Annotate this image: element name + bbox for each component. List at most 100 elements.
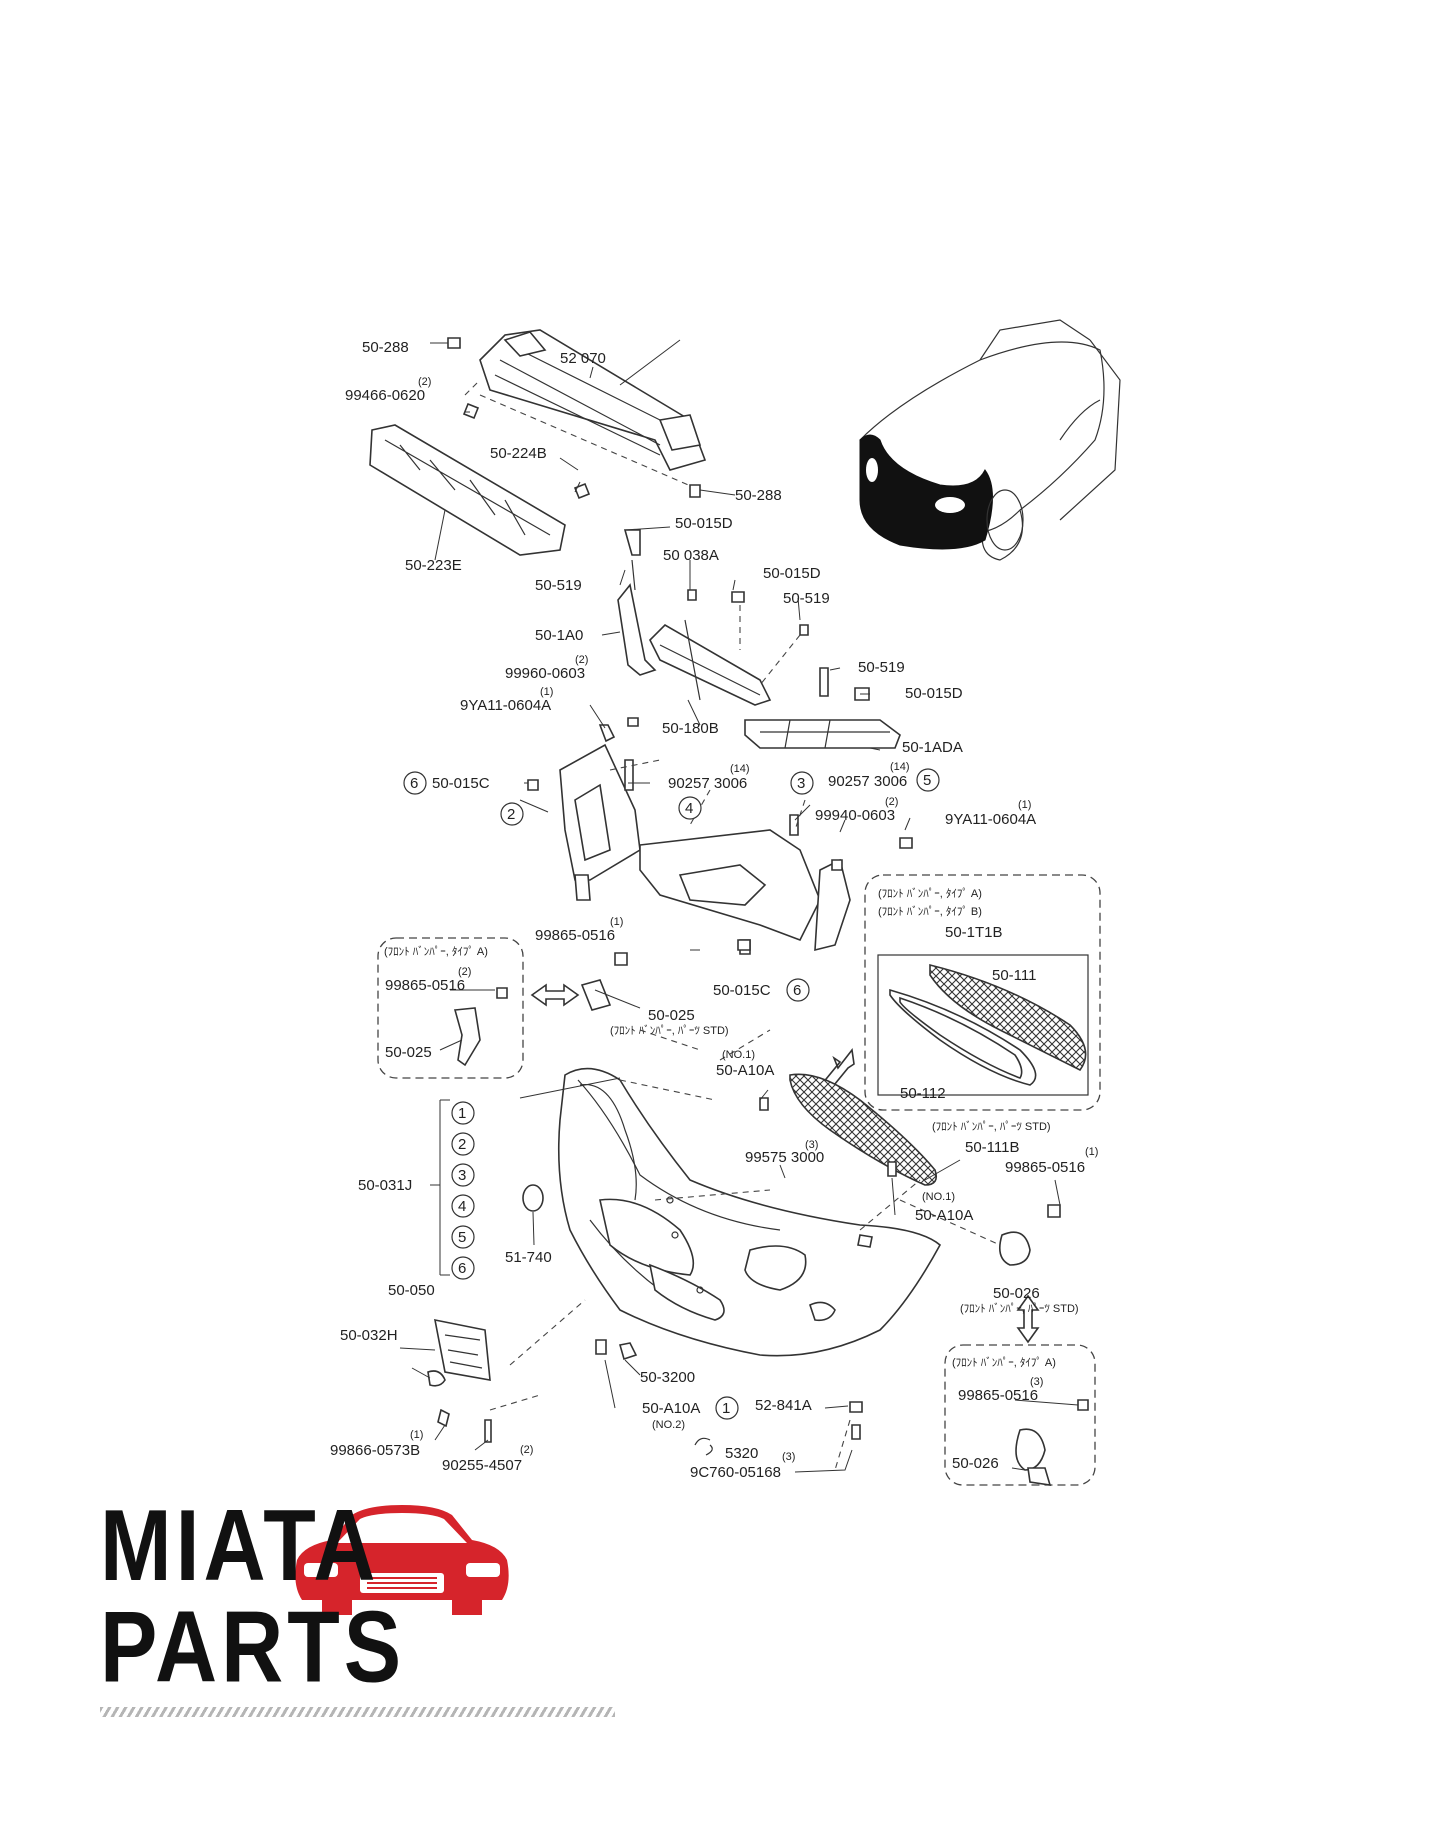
- label-no2: (NO.2): [652, 1419, 685, 1431]
- label-50-015c-b: 50-015C: [713, 982, 771, 999]
- label-50-112: 50-112: [900, 1085, 946, 1102]
- label-99865-0516-b: 99865-0516: [385, 977, 465, 994]
- callout-ref-6-b: 6: [793, 982, 801, 999]
- callout-ref-3: 3: [797, 775, 805, 792]
- brand-wordmark: MIATA PARTS: [100, 1489, 406, 1704]
- label-qty-3-c: (3): [782, 1451, 795, 1463]
- label-50-1ada: 50-1ADA: [902, 739, 963, 756]
- option-box-mesh: [864, 874, 1101, 1111]
- vehicle-reference-illustration: [859, 319, 1121, 561]
- label-50-032h: 50-032H: [340, 1327, 398, 1344]
- brand-block: MIATA PARTS: [100, 1495, 640, 1717]
- label-no1-b: (NO.1): [922, 1191, 955, 1203]
- label-50-288-b: 50-288: [735, 487, 782, 504]
- callout-1: 1: [458, 1105, 466, 1122]
- callout-3: 3: [458, 1167, 466, 1184]
- label-50-223e: 50-223E: [405, 557, 462, 574]
- side-bracket-2: [527, 717, 641, 901]
- bracket-50-026-detail: [1015, 1399, 1089, 1486]
- bumper-bracket-4: [609, 759, 913, 955]
- label-qty-2-a: (2): [418, 376, 431, 388]
- mesh-grille-50-111: [877, 954, 1089, 1096]
- label-52-070: 52 070: [560, 350, 606, 367]
- grommet-51-740: [522, 1184, 544, 1212]
- label-qty-1-e: (1): [410, 1429, 423, 1441]
- bracket-50-1a0: [617, 529, 657, 676]
- undercover-50-1ada: [744, 667, 901, 749]
- label-50-015d-a: 50-015D: [675, 515, 733, 532]
- double-arrow-50-026: [1016, 1294, 1040, 1344]
- label-50-3200: 50-3200: [640, 1369, 695, 1386]
- label-52-841a: 52-841A: [755, 1397, 812, 1414]
- label-50-519-a: 50-519: [535, 577, 582, 594]
- callout-2: 2: [458, 1136, 466, 1153]
- label-51-740: 51-740: [505, 1249, 552, 1266]
- label-50-038a: 50 038A: [663, 547, 719, 564]
- label-90257-3006-b: 90257 3006: [828, 773, 907, 790]
- callout-part-2: 2: [507, 806, 515, 823]
- callout-part-4: 4: [685, 800, 693, 817]
- option-box-50-025: [377, 937, 524, 1079]
- label-99960-0603: 99960-0603: [505, 665, 585, 682]
- bracket-50-025: [580, 939, 751, 1011]
- label-qty-2-b: (2): [575, 654, 588, 666]
- callout-ref-5: 5: [923, 772, 931, 789]
- callout-ref-1: 1: [722, 1400, 730, 1417]
- label-50-050: 50-050: [388, 1282, 435, 1299]
- energy-absorber-50-223e: [369, 424, 566, 561]
- label-99865-0516-c: 99865-0516: [1005, 1159, 1085, 1176]
- bracket-50-025-detail: [453, 987, 508, 1067]
- callout-4: 4: [458, 1198, 466, 1215]
- bolts-top: [430, 337, 736, 500]
- label-qty-2-c: (2): [885, 796, 898, 808]
- option-box-50-026: [944, 1344, 1096, 1486]
- label-50-015c-a: 50-015C: [432, 775, 490, 792]
- label-box1-note3: (ﾌﾛﾝﾄ ﾊﾞﾝﾊﾟｰ, ﾊﾟｰﾂ STD): [932, 1120, 1051, 1133]
- label-50-288-a: 50-288: [362, 339, 409, 356]
- brand-divider-stripe: [100, 1707, 615, 1717]
- label-99575-3000: 99575 3000: [745, 1149, 824, 1166]
- label-qty-14-b: (14): [890, 761, 910, 773]
- label-50-1a0: 50-1A0: [535, 627, 583, 644]
- label-qty-1-b: (1): [1018, 799, 1031, 811]
- assembly-lines: [489, 1029, 1001, 1471]
- label-note-50-025: (ﾌﾛﾝﾄ ﾊﾞﾝﾊﾟｰ, ﾊﾟｰﾂ STD): [610, 1024, 729, 1037]
- callout-5: 5: [458, 1229, 466, 1246]
- label-note-50-026: (ﾌﾛﾝﾄ ﾊﾞﾝﾊﾟｰ, ﾊﾟｰﾂ STD): [960, 1302, 1079, 1315]
- label-50-111: 50-111: [992, 967, 1036, 984]
- double-arrow-50-025: [530, 983, 580, 1007]
- label-99466-0620: 99466-0620: [345, 387, 425, 404]
- bumper-components-bracket: [430, 1099, 450, 1276]
- label-qty-1-c: (1): [610, 916, 623, 928]
- label-50-180b: 50-180B: [662, 720, 719, 737]
- label-50-111b: 50-111B: [965, 1139, 1020, 1156]
- label-9ya11-0604a-a: 9YA11-0604A: [460, 697, 551, 714]
- label-9ya11-0604a-b: 9YA11-0604A: [945, 811, 1036, 828]
- bottom-fasteners: [595, 1339, 863, 1456]
- label-50-026-b: 50-026: [952, 1455, 999, 1472]
- callout-markers: 1 2 3 4 5 6 2 3 4 5 6 6 1: [403, 768, 940, 1420]
- front-bumper-50-031j: [557, 1067, 942, 1357]
- label-99866-0573b: 99866-0573B: [330, 1442, 420, 1459]
- label-99940-0603: 99940-0603: [815, 807, 895, 824]
- bracket-50-180b: [649, 589, 809, 706]
- bracket-50-026: [999, 1204, 1061, 1266]
- label-50-a10a-c: 50-A10A: [642, 1400, 700, 1417]
- label-50-a10a-a: 50-A10A: [716, 1062, 774, 1079]
- license-bracket-50-050: [427, 1318, 492, 1443]
- label-qty-2-e: (2): [520, 1444, 533, 1456]
- leader-lines: [399, 339, 1079, 1473]
- callout-ref-6-a: 6: [410, 775, 418, 792]
- label-qty-2-d: (2): [458, 966, 471, 978]
- miata-car-logo-icon: [295, 1505, 509, 1615]
- label-box3-note: (ﾌﾛﾝﾄ ﾊﾞﾝﾊﾟｰ, ﾀｲﾌﾟ A): [952, 1356, 1056, 1369]
- label-50-025-b: 50-025: [648, 1007, 695, 1024]
- label-99865-0516-d: 99865-0516: [958, 1387, 1038, 1404]
- label-50-a10a-b: 50-A10A: [915, 1207, 973, 1224]
- bumper-reinforcement-52-070: [464, 329, 707, 491]
- label-qty-1-a: (1): [540, 686, 553, 698]
- label-50-224b: 50-224B: [490, 445, 547, 462]
- label-99865-0516-a: 99865-0516: [535, 927, 615, 944]
- label-box1-note2: (ﾌﾛﾝﾄ ﾊﾞﾝﾊﾟｰ, ﾀｲﾌﾟ B): [878, 905, 982, 918]
